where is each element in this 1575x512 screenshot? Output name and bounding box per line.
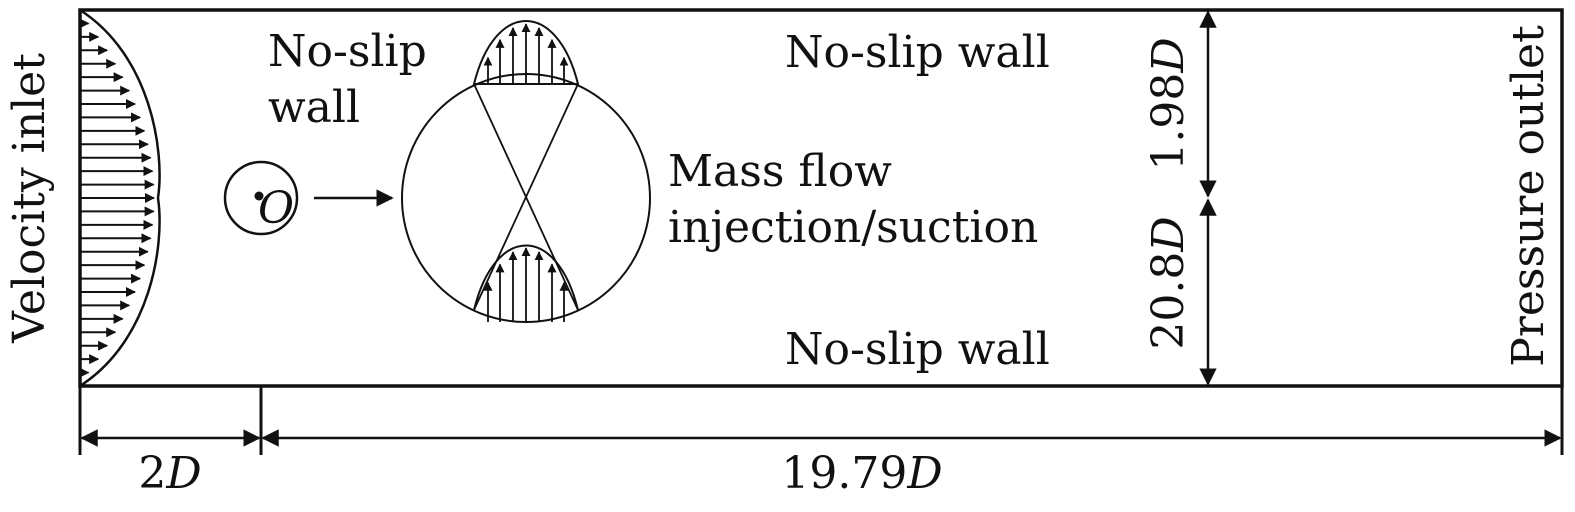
noslip-wall-top-label: No-slip wall [785,27,1050,78]
height-lower-label: 20.8D [1143,216,1194,349]
cylinder-center-dot [254,191,264,201]
cylinder-circle [223,160,299,236]
inlet-velocity-profile [79,8,161,388]
height-upper-label: 1.98D [1143,37,1194,170]
mass-flow-label-line2: injection/suction [668,202,1038,253]
slot-line-2 [473,83,579,311]
top-jet-profile [472,20,580,85]
upstream-dim-label: 2D [138,448,201,499]
noslip-wall-bottom-label: No-slip wall [785,324,1050,375]
noslip-wall-small-label-line2: wall [268,82,360,133]
bottom-jet-profile [473,244,579,311]
downstream-dim-label: 19.79D [781,448,942,499]
center-label: O [258,183,294,234]
pressure-outlet-label: Pressure outlet [1503,25,1554,367]
cylinder: O [223,160,299,236]
velocity-inlet-label: Velocity inlet [4,53,55,344]
inlet-profile-curve [79,8,161,388]
mass-flow-label-line1: Mass flow [668,146,892,197]
noslip-wall-small-label-line1: No-slip [268,26,427,77]
jet-velocity-arrows [483,23,569,322]
inlet-velocity-arrows [79,18,155,378]
enlarged-cylinder [401,20,651,323]
